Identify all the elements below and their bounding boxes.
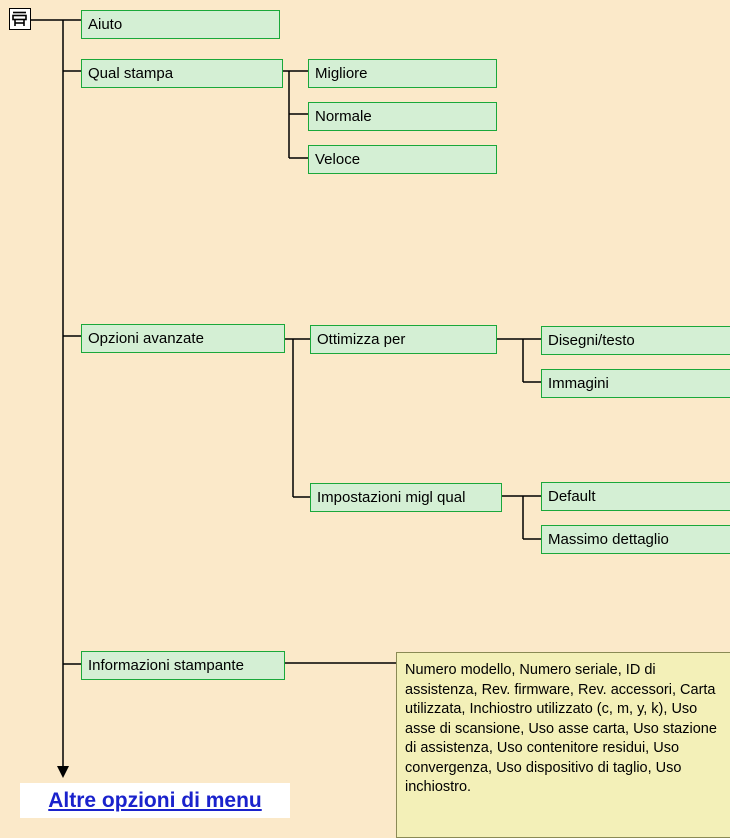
menu-item-images[interactable]: Immagini	[541, 369, 730, 398]
printer-info-details: Numero modello, Numero seriale, ID di as…	[396, 652, 730, 838]
menu-item-quality-fast[interactable]: Veloce	[308, 145, 497, 174]
menu-item-help[interactable]: Aiuto	[81, 10, 280, 39]
menu-item-optimize-for[interactable]: Ottimizza per	[310, 325, 497, 354]
menu-item-print-quality[interactable]: Qual stampa	[81, 59, 283, 88]
printer-icon[interactable]	[9, 8, 31, 30]
menu-item-quality-best[interactable]: Migliore	[308, 59, 497, 88]
more-menu-options-link[interactable]: Altre opzioni di menu	[20, 783, 290, 818]
menu-item-max-detail[interactable]: Massimo dettaglio	[541, 525, 730, 554]
menu-item-printer-info[interactable]: Informazioni stampante	[81, 651, 285, 680]
menu-item-best-quality-settings[interactable]: Impostazioni migl qual	[310, 483, 502, 512]
menu-item-drawings-text[interactable]: Disegni/testo	[541, 326, 730, 355]
menu-item-advanced-options[interactable]: Opzioni avanzate	[81, 324, 285, 353]
menu-item-default[interactable]: Default	[541, 482, 730, 511]
menu-item-quality-normal[interactable]: Normale	[308, 102, 497, 131]
